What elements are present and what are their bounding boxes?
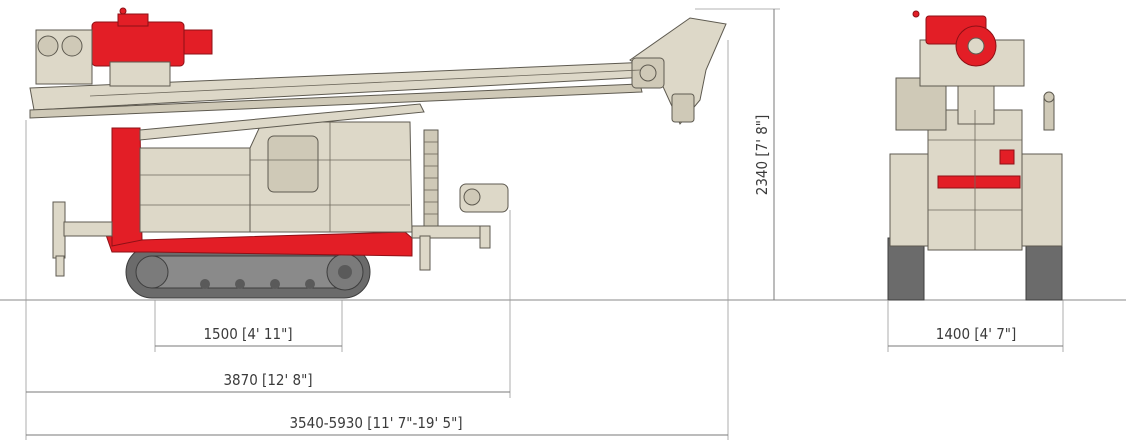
height-label: 2340 [7' 8"] bbox=[753, 115, 771, 196]
dimension-track-length: 1500 [4' 11"] bbox=[155, 325, 342, 347]
power-pack-housing bbox=[139, 147, 251, 233]
mast-base-column bbox=[111, 127, 143, 247]
rotary-head bbox=[35, 7, 213, 87]
front-view-drill-rig bbox=[887, 10, 1063, 301]
dimension-width: 1400 [4' 7"] bbox=[888, 325, 1063, 347]
side-view-drill-rig bbox=[29, 7, 727, 299]
drilling-mast bbox=[29, 17, 727, 141]
overall-length-label: 3540-5930 [11' 7"-19' 5"] bbox=[289, 414, 462, 432]
front-left-track bbox=[887, 237, 925, 301]
front-rotary-head bbox=[912, 10, 997, 67]
front-right-track bbox=[1025, 237, 1063, 301]
track-length-label: 1500 [4' 11"] bbox=[203, 325, 292, 343]
rear-outrigger bbox=[411, 183, 509, 271]
chassis-frame bbox=[104, 231, 413, 257]
left-outrigger bbox=[52, 201, 113, 277]
front-crossbar bbox=[937, 175, 1021, 189]
dimension-transport-length: 3870 [12' 8"] bbox=[26, 371, 510, 393]
transport-length-label: 3870 [12' 8"] bbox=[223, 371, 312, 389]
width-label: 1400 [4' 7"] bbox=[936, 325, 1017, 343]
dimension-height: 2340 [7' 8"] bbox=[753, 9, 775, 300]
radiator-grille bbox=[423, 129, 439, 235]
dimension-overall-length: 3540-5930 [11' 7"-19' 5"] bbox=[26, 414, 728, 436]
